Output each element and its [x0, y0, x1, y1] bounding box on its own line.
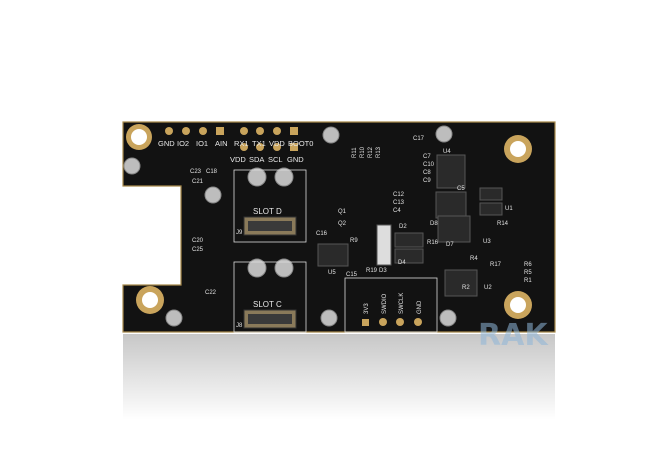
component-designator: R10 — [360, 146, 366, 158]
mounting-holes — [126, 124, 532, 319]
swd-pin-label: 3V3 — [364, 303, 370, 314]
pcb-board — [122, 121, 556, 333]
pin-label: VDD — [230, 155, 246, 164]
component-designator: R16 — [427, 240, 439, 246]
pin-label: TX1 — [252, 139, 266, 148]
component-designator: C13 — [393, 200, 405, 206]
slot-label: SLOT D — [253, 207, 282, 216]
swd-pin-label: SWCLK — [399, 293, 405, 314]
slot-label: SLOT C — [253, 300, 282, 309]
component-designator: C17 — [413, 136, 425, 142]
component-designator: Q1 — [338, 209, 347, 215]
component-designator: R9 — [350, 238, 358, 244]
component-designator: U3 — [483, 239, 491, 245]
component-designator: Q2 — [338, 221, 347, 227]
component-designator: D4 — [398, 260, 406, 266]
pin-label: VDD — [269, 139, 285, 148]
component-designator: D7 — [446, 242, 454, 248]
component-designator: C23 — [190, 169, 202, 175]
swd-pin-label: SWDIO — [382, 293, 388, 314]
slot-d: SLOT D J9 — [233, 169, 307, 243]
component-designator: D8 — [430, 221, 438, 227]
component-designator: R4 — [470, 256, 478, 262]
pin-label: IO2 — [177, 139, 189, 148]
component-designator: C21 — [192, 179, 204, 185]
rak-watermark: RAK — [478, 318, 549, 353]
header-pins — [165, 127, 298, 151]
component-designator: C8 — [423, 170, 431, 176]
component-designator: C15 — [346, 272, 358, 278]
component-designator: R19 — [366, 268, 378, 274]
pin-label: GND — [287, 155, 304, 164]
component-designator: R17 — [490, 262, 502, 268]
component-designator: R12 — [368, 146, 374, 158]
component-designator: R1 — [524, 278, 532, 284]
component-designator: C12 — [393, 192, 405, 198]
pin-label: AIN — [215, 139, 228, 148]
pin-label: GND — [158, 139, 175, 148]
component-designator: C16 — [316, 231, 328, 237]
connector-label: J9 — [236, 230, 243, 236]
component-designator: R6 — [524, 262, 532, 268]
component-designator: C10 — [423, 162, 435, 168]
component-designator: C20 — [192, 238, 204, 244]
pin-label: SCL — [268, 155, 283, 164]
component-designator: C4 — [393, 208, 401, 214]
slot-c: SLOT C J8 — [233, 261, 307, 333]
swd-pin-label: GND — [417, 300, 423, 314]
component-designator: C5 — [457, 186, 465, 192]
board-reflection — [123, 334, 555, 420]
component-designator: C18 — [206, 169, 218, 175]
component-designator: C22 — [205, 290, 217, 296]
component-designator: D2 — [399, 224, 407, 230]
component-designator: U2 — [484, 285, 492, 291]
pin-label: RX1 — [234, 139, 249, 148]
swd-header: 3V3 SWDIO SWCLK GND — [344, 277, 438, 333]
pin-label: IO1 — [196, 139, 208, 148]
component-designator: U4 — [443, 149, 451, 155]
component-designator: D3 — [379, 268, 387, 274]
component-designator: R11 — [352, 147, 358, 158]
component-designator: C9 — [423, 178, 431, 184]
component-designator: U5 — [328, 270, 336, 276]
component-designator: R5 — [524, 270, 532, 276]
component-designator: R14 — [497, 221, 509, 227]
component-designator: C25 — [192, 247, 204, 253]
pin-label: SDA — [249, 155, 264, 164]
pin-label: BOOT0 — [288, 139, 313, 148]
integrated-circuits — [317, 154, 503, 297]
connector-label: J8 — [236, 323, 243, 329]
component-designator: R13 — [376, 146, 382, 158]
component-designator: R2 — [462, 285, 470, 291]
component-designator: C7 — [423, 154, 431, 160]
screw-pads — [123, 125, 457, 327]
component-designator: U1 — [505, 206, 513, 212]
